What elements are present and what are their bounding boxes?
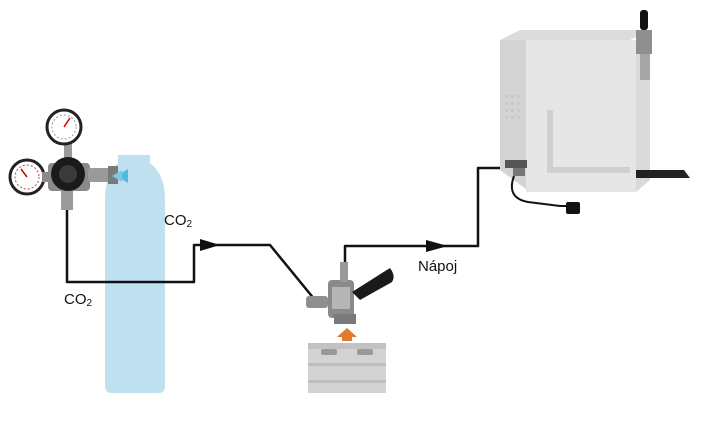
co2-label-lower: CO2 (64, 291, 93, 309)
low-pressure-gauge (45, 108, 83, 146)
co2-line-from-regulator (65, 210, 316, 301)
gas-lines (65, 166, 512, 301)
co2-cylinder (105, 155, 165, 393)
power-cable (510, 175, 566, 207)
regulator-knob (51, 157, 85, 191)
coupler-handle (352, 268, 394, 300)
high-pressure-gauge (8, 158, 46, 196)
beverage-flow-arrow (426, 240, 448, 252)
keg-coupler (306, 262, 394, 324)
beer-cooler (500, 10, 690, 214)
beverage-label: Nápoj (418, 258, 458, 275)
co2-flow-arrow (200, 239, 220, 251)
drip-tray (636, 170, 690, 178)
beverage-line-to-cooler (343, 166, 512, 280)
power-plug (566, 202, 580, 214)
tap-faucet (636, 10, 652, 80)
beer-flow-arrow (337, 328, 357, 341)
pressure-regulator (8, 108, 128, 210)
co2-label-upper: CO2 (164, 212, 193, 230)
keg (308, 343, 386, 393)
